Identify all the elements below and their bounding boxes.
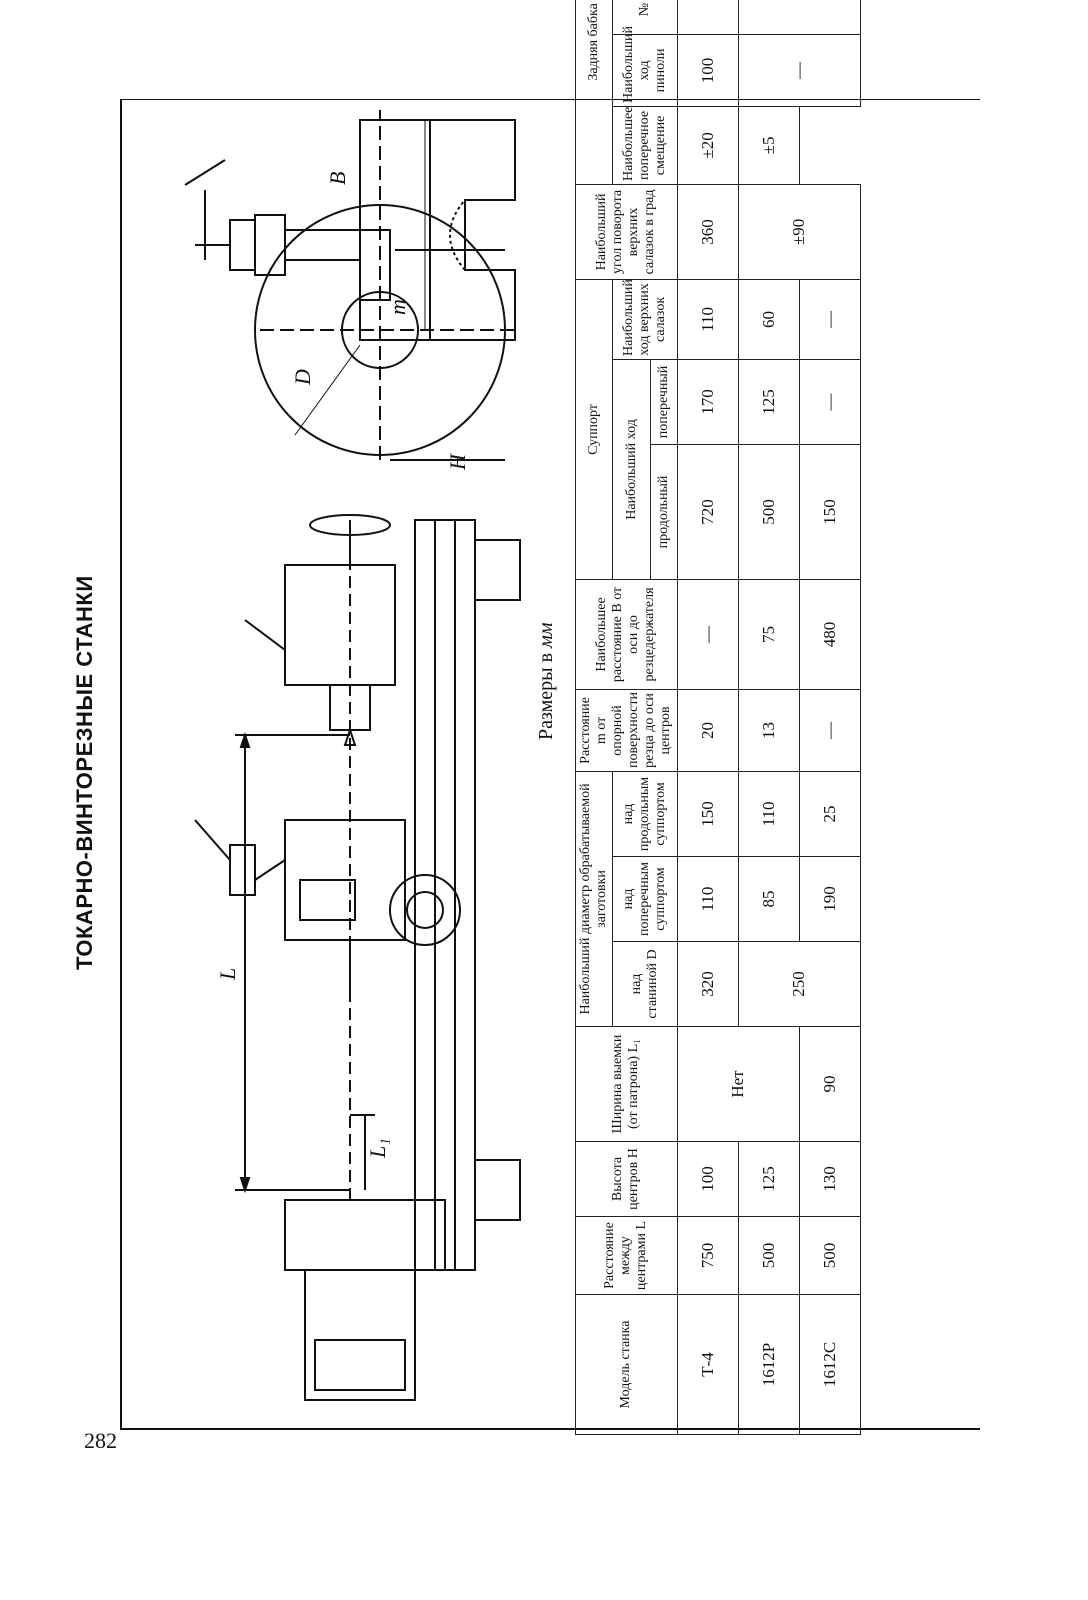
- cell-center-height: 130: [799, 1141, 861, 1217]
- cell-quill-travel: 100: [677, 34, 739, 107]
- cell-quill-travel: —: [738, 34, 861, 107]
- cell-longitudinal-travel: 500: [738, 444, 800, 580]
- cell-tail-offset: —: [799, 279, 861, 360]
- units-caption-text: Размеры в: [535, 652, 557, 740]
- cell-top-slide-angle: ±90: [738, 184, 861, 280]
- header-tailstock: Задняя бабка: [575, 0, 613, 185]
- cell-tail-offset: ±20: [677, 106, 739, 185]
- cell-distance-b: 75: [738, 579, 800, 690]
- header-distance-b: Наибольшее расстояние B от оси до резцед…: [575, 579, 678, 690]
- cell-top-slide-angle: 360: [677, 184, 739, 280]
- frame-top-rule: [120, 100, 122, 1430]
- cell-center-distance: 500: [738, 1216, 800, 1295]
- header-center-height: Высота центров H: [575, 1141, 678, 1217]
- dim-label-d: D: [290, 369, 315, 386]
- header-gap-width: Ширина выемки (от патрона) L₁: [575, 1026, 678, 1142]
- cell-tail-offset: ±5: [738, 106, 800, 185]
- header-model: Модель станка: [575, 1294, 678, 1435]
- cell-center-height: 100: [677, 1141, 739, 1217]
- cell-morse-taper: 3: [677, 0, 739, 35]
- dim-label-b: B: [325, 172, 350, 185]
- lathe-side-view: [194, 514, 521, 1401]
- dim-label-l1: L₁: [365, 1138, 390, 1159]
- header-over-bed: над станиной D: [612, 941, 678, 1027]
- cell-distance-m: 20: [677, 689, 739, 772]
- cell-over-bed: 250: [738, 941, 861, 1027]
- units-caption: Размеры в мм: [535, 622, 558, 740]
- cell-center-height: 125: [738, 1141, 800, 1217]
- cell-over-long-slide: 110: [738, 771, 800, 857]
- page-number: 282: [84, 1428, 117, 1453]
- dim-label-h: H: [445, 453, 470, 471]
- cell-cross-travel: 150: [799, 444, 861, 580]
- cell-over-cross-slide: 110: [677, 856, 739, 942]
- cell-morse-taper: 2: [738, 0, 861, 35]
- header-center-distance: Расстояние между центрами L: [575, 1216, 678, 1295]
- cell-distance-m: 25: [799, 771, 861, 857]
- header-over-cross-slide: над поперечным суппортом: [612, 856, 678, 942]
- cell-model: 1612С: [799, 1294, 861, 1435]
- dim-label-l: L: [215, 968, 240, 981]
- cell-top-slide-travel: —: [799, 359, 861, 445]
- table-row-t4: Т-4 750 100 Нет 320 110 150 20 — 720 170…: [677, 0, 800, 1435]
- header-support: Суппорт: [575, 279, 613, 580]
- cell-distance-b: —: [799, 689, 861, 772]
- cell-over-bed: 320: [677, 941, 739, 1027]
- cell-longitudinal-travel: 480: [799, 579, 861, 690]
- cell-gap-width: Нет: [677, 1026, 800, 1142]
- cell-model: Т-4: [677, 1294, 739, 1435]
- header-longitudinal: продольный: [650, 444, 678, 580]
- cell-longitudinal-travel: 720: [677, 444, 739, 580]
- header-over-long-slide: над продольным суппортом: [612, 771, 678, 857]
- table-row-1612r: 1612Р 500 125 250 85 110 13 75 500 125 6…: [738, 0, 861, 1435]
- lathe-technical-drawing: L L₁ B D m H: [184, 110, 521, 1401]
- cell-top-slide-travel: 110: [677, 279, 739, 360]
- carriage-cross-section: [184, 110, 516, 461]
- page-title: ТОКАРНО-ВИНТОРЕЗНЫЕ СТАНКИ: [72, 575, 97, 970]
- dim-label-m: m: [385, 299, 410, 315]
- cell-over-cross-slide: 90: [799, 1026, 861, 1142]
- header-quill-travel: Наибольший ход пиноли: [612, 26, 678, 107]
- cell-cross-travel: 125: [738, 359, 800, 445]
- cell-over-cross-slide: 85: [738, 856, 800, 942]
- header-tail-offset: Наибольшее поперечное смещение: [612, 106, 678, 185]
- header-max-travel: Наибольший ход: [612, 359, 651, 580]
- header-cross: поперечный: [650, 359, 678, 445]
- cell-center-distance: 500: [799, 1216, 861, 1295]
- cell-top-slide-travel: 60: [738, 279, 800, 360]
- cell-center-distance: 750: [677, 1216, 739, 1295]
- cell-cross-travel: 170: [677, 359, 739, 445]
- header-max-diameter: Наибольший диаметр обрабатываемой загото…: [575, 771, 613, 1027]
- lathe-spec-table: Модель станка Расстояние между центрами …: [575, 0, 861, 1435]
- header-top-slide-angle: Наибольший угол поворота верхних салазок…: [575, 184, 678, 280]
- header-distance-m: Расстояние m от опорной поверхности резц…: [575, 689, 678, 772]
- cell-over-long-slide: 190: [799, 856, 861, 942]
- units-value: мм: [535, 622, 557, 648]
- cell-distance-b: —: [677, 579, 739, 690]
- cell-over-long-slide: 150: [677, 771, 739, 857]
- header-top-slide-travel: Наибольший ход верхних салазок: [612, 279, 678, 360]
- cell-distance-m: 13: [738, 689, 800, 772]
- cell-model: 1612Р: [738, 1294, 800, 1435]
